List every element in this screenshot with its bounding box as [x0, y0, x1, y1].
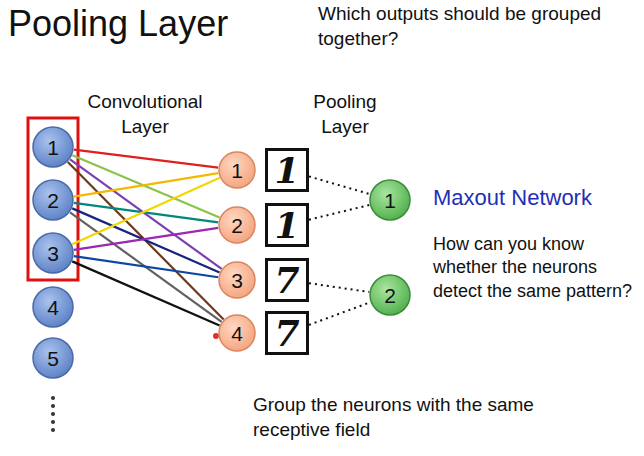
conv-neuron: 4 — [32, 286, 74, 328]
question-note: How can you know whether the neurons det… — [433, 233, 638, 303]
pooling-neuron: 3 — [218, 261, 256, 299]
neuron-number: 2 — [384, 285, 396, 306]
pooling-neuron: 4 — [218, 314, 256, 352]
weight-link — [74, 228, 218, 250]
weight-link — [70, 159, 222, 269]
neuron-number: 3 — [231, 270, 243, 291]
neuron-number: 4 — [47, 297, 59, 318]
slide-title: Pooling Layer — [8, 2, 228, 45]
weight-link — [74, 256, 218, 277]
neuron-number: 2 — [231, 215, 243, 236]
weight-link — [72, 261, 219, 325]
pooling-link — [309, 176, 370, 194]
weight-link — [68, 162, 224, 320]
conv-neuron: 1 — [32, 126, 74, 168]
conv-neuron: 2 — [32, 179, 74, 221]
layer-label: Convolutional Layer — [72, 90, 218, 139]
handwritten-digit: 1 — [274, 152, 299, 188]
handwritten-digit: 7 — [274, 315, 299, 351]
weight-link — [72, 208, 219, 272]
neuron-number: 1 — [47, 137, 59, 158]
neuron-number: 2 — [47, 190, 59, 211]
weight-link — [74, 173, 219, 197]
weight-link — [72, 178, 220, 245]
maxout-neuron: 2 — [369, 274, 411, 316]
maxout-neuron: 1 — [369, 179, 411, 221]
digit-image: 1 — [265, 148, 309, 192]
pooling-neuron: 1 — [218, 151, 256, 189]
group-bracket — [28, 118, 78, 280]
neuron-number: 1 — [384, 190, 396, 211]
handwritten-digit: 1 — [274, 207, 299, 243]
digit-image: 1 — [265, 203, 309, 247]
cursor-dot — [213, 333, 219, 339]
weight-link — [72, 155, 219, 217]
layer-label: Pooling Layer — [300, 90, 390, 139]
ellipsis-dots — [51, 396, 55, 432]
digit-image: 7 — [265, 258, 309, 302]
question-note: Which outputs should be grouped together… — [318, 2, 618, 51]
weight-link — [70, 212, 222, 322]
conv-neuron: 5 — [32, 337, 74, 379]
neuron-number: 1 — [231, 160, 243, 181]
pooling-link — [309, 302, 370, 325]
pooling-neuron: 2 — [218, 206, 256, 244]
pooling-link — [309, 205, 370, 220]
neuron-number: 4 — [231, 323, 243, 344]
conv-neuron: 3 — [32, 232, 74, 274]
answer-note: Group the neurons with the same receptiv… — [253, 393, 603, 442]
network-name: Maxout Network — [433, 184, 638, 213]
neuron-number: 3 — [47, 243, 59, 264]
handwritten-digit: 7 — [274, 262, 299, 298]
pooling-link — [309, 283, 369, 292]
digit-image: 7 — [265, 311, 309, 355]
neuron-number: 5 — [47, 348, 59, 369]
